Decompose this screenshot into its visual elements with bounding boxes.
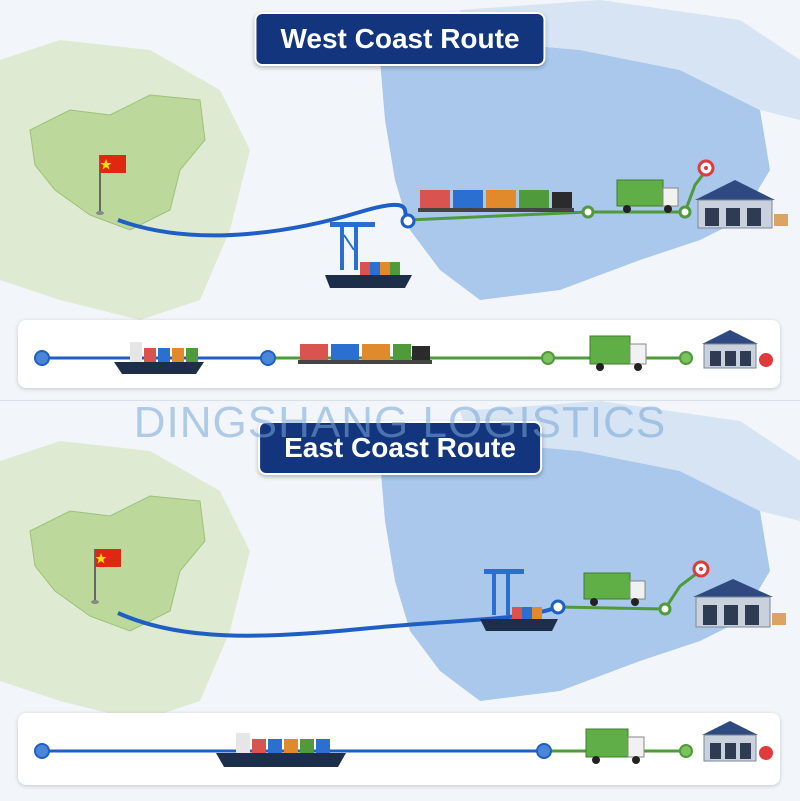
- destination-pin-icon: [692, 560, 710, 578]
- sea-route-line: [117, 202, 410, 238]
- cargo-ship-icon: [216, 733, 346, 767]
- destination-node: [759, 746, 773, 760]
- origin-node: [34, 350, 50, 366]
- rail-end-node: [581, 205, 595, 219]
- west-route-legend: [34, 330, 773, 374]
- freight-train-icon: [418, 190, 574, 212]
- port-node: [260, 350, 276, 366]
- cargo-ship-icon: [480, 607, 558, 631]
- rail-end-node: [541, 351, 555, 365]
- west-route-legend-strip: [18, 320, 780, 388]
- warehouse-icon: [702, 721, 758, 762]
- road-route-line: [588, 171, 707, 214]
- truck-icon: [589, 335, 647, 371]
- cargo-ship-icon: [325, 262, 412, 288]
- warehouse-icon: [693, 579, 786, 628]
- truck-end-node: [658, 602, 672, 616]
- port-crane-icon: [330, 222, 375, 270]
- cargo-ship-icon: [114, 342, 204, 374]
- port-crane-icon: [484, 569, 524, 615]
- port-node: [536, 743, 552, 759]
- east-coast-panel: East Coast Route: [0, 400, 800, 801]
- east-route-title: East Coast Route: [258, 421, 542, 475]
- china-flag-icon: [96, 155, 126, 215]
- west-route-title: West Coast Route: [254, 12, 546, 66]
- usa-land: [380, 40, 770, 300]
- truck-end-node: [678, 205, 692, 219]
- origin-node: [34, 743, 50, 759]
- china-flag-icon: [91, 549, 121, 604]
- freight-train-icon: [298, 344, 432, 364]
- truck-icon: [583, 572, 646, 606]
- truck-icon: [616, 179, 679, 213]
- usa-land: [380, 441, 770, 701]
- road-route-line: [557, 569, 701, 611]
- west-coast-panel: West Coast Route: [0, 0, 800, 400]
- port-node: [400, 213, 416, 229]
- rail-route-line: [407, 210, 589, 222]
- destination-node: [759, 353, 773, 367]
- destination-pin-icon: [697, 159, 715, 177]
- truck-end-node: [679, 351, 693, 365]
- truck-end-node: [679, 744, 693, 758]
- warehouse-icon: [702, 330, 758, 369]
- east-route-legend: [34, 721, 773, 767]
- east-route-legend-strip: [18, 713, 780, 785]
- port-node: [550, 599, 566, 615]
- warehouse-icon: [695, 180, 788, 229]
- canada-land: [460, 401, 800, 521]
- truck-icon: [585, 728, 645, 764]
